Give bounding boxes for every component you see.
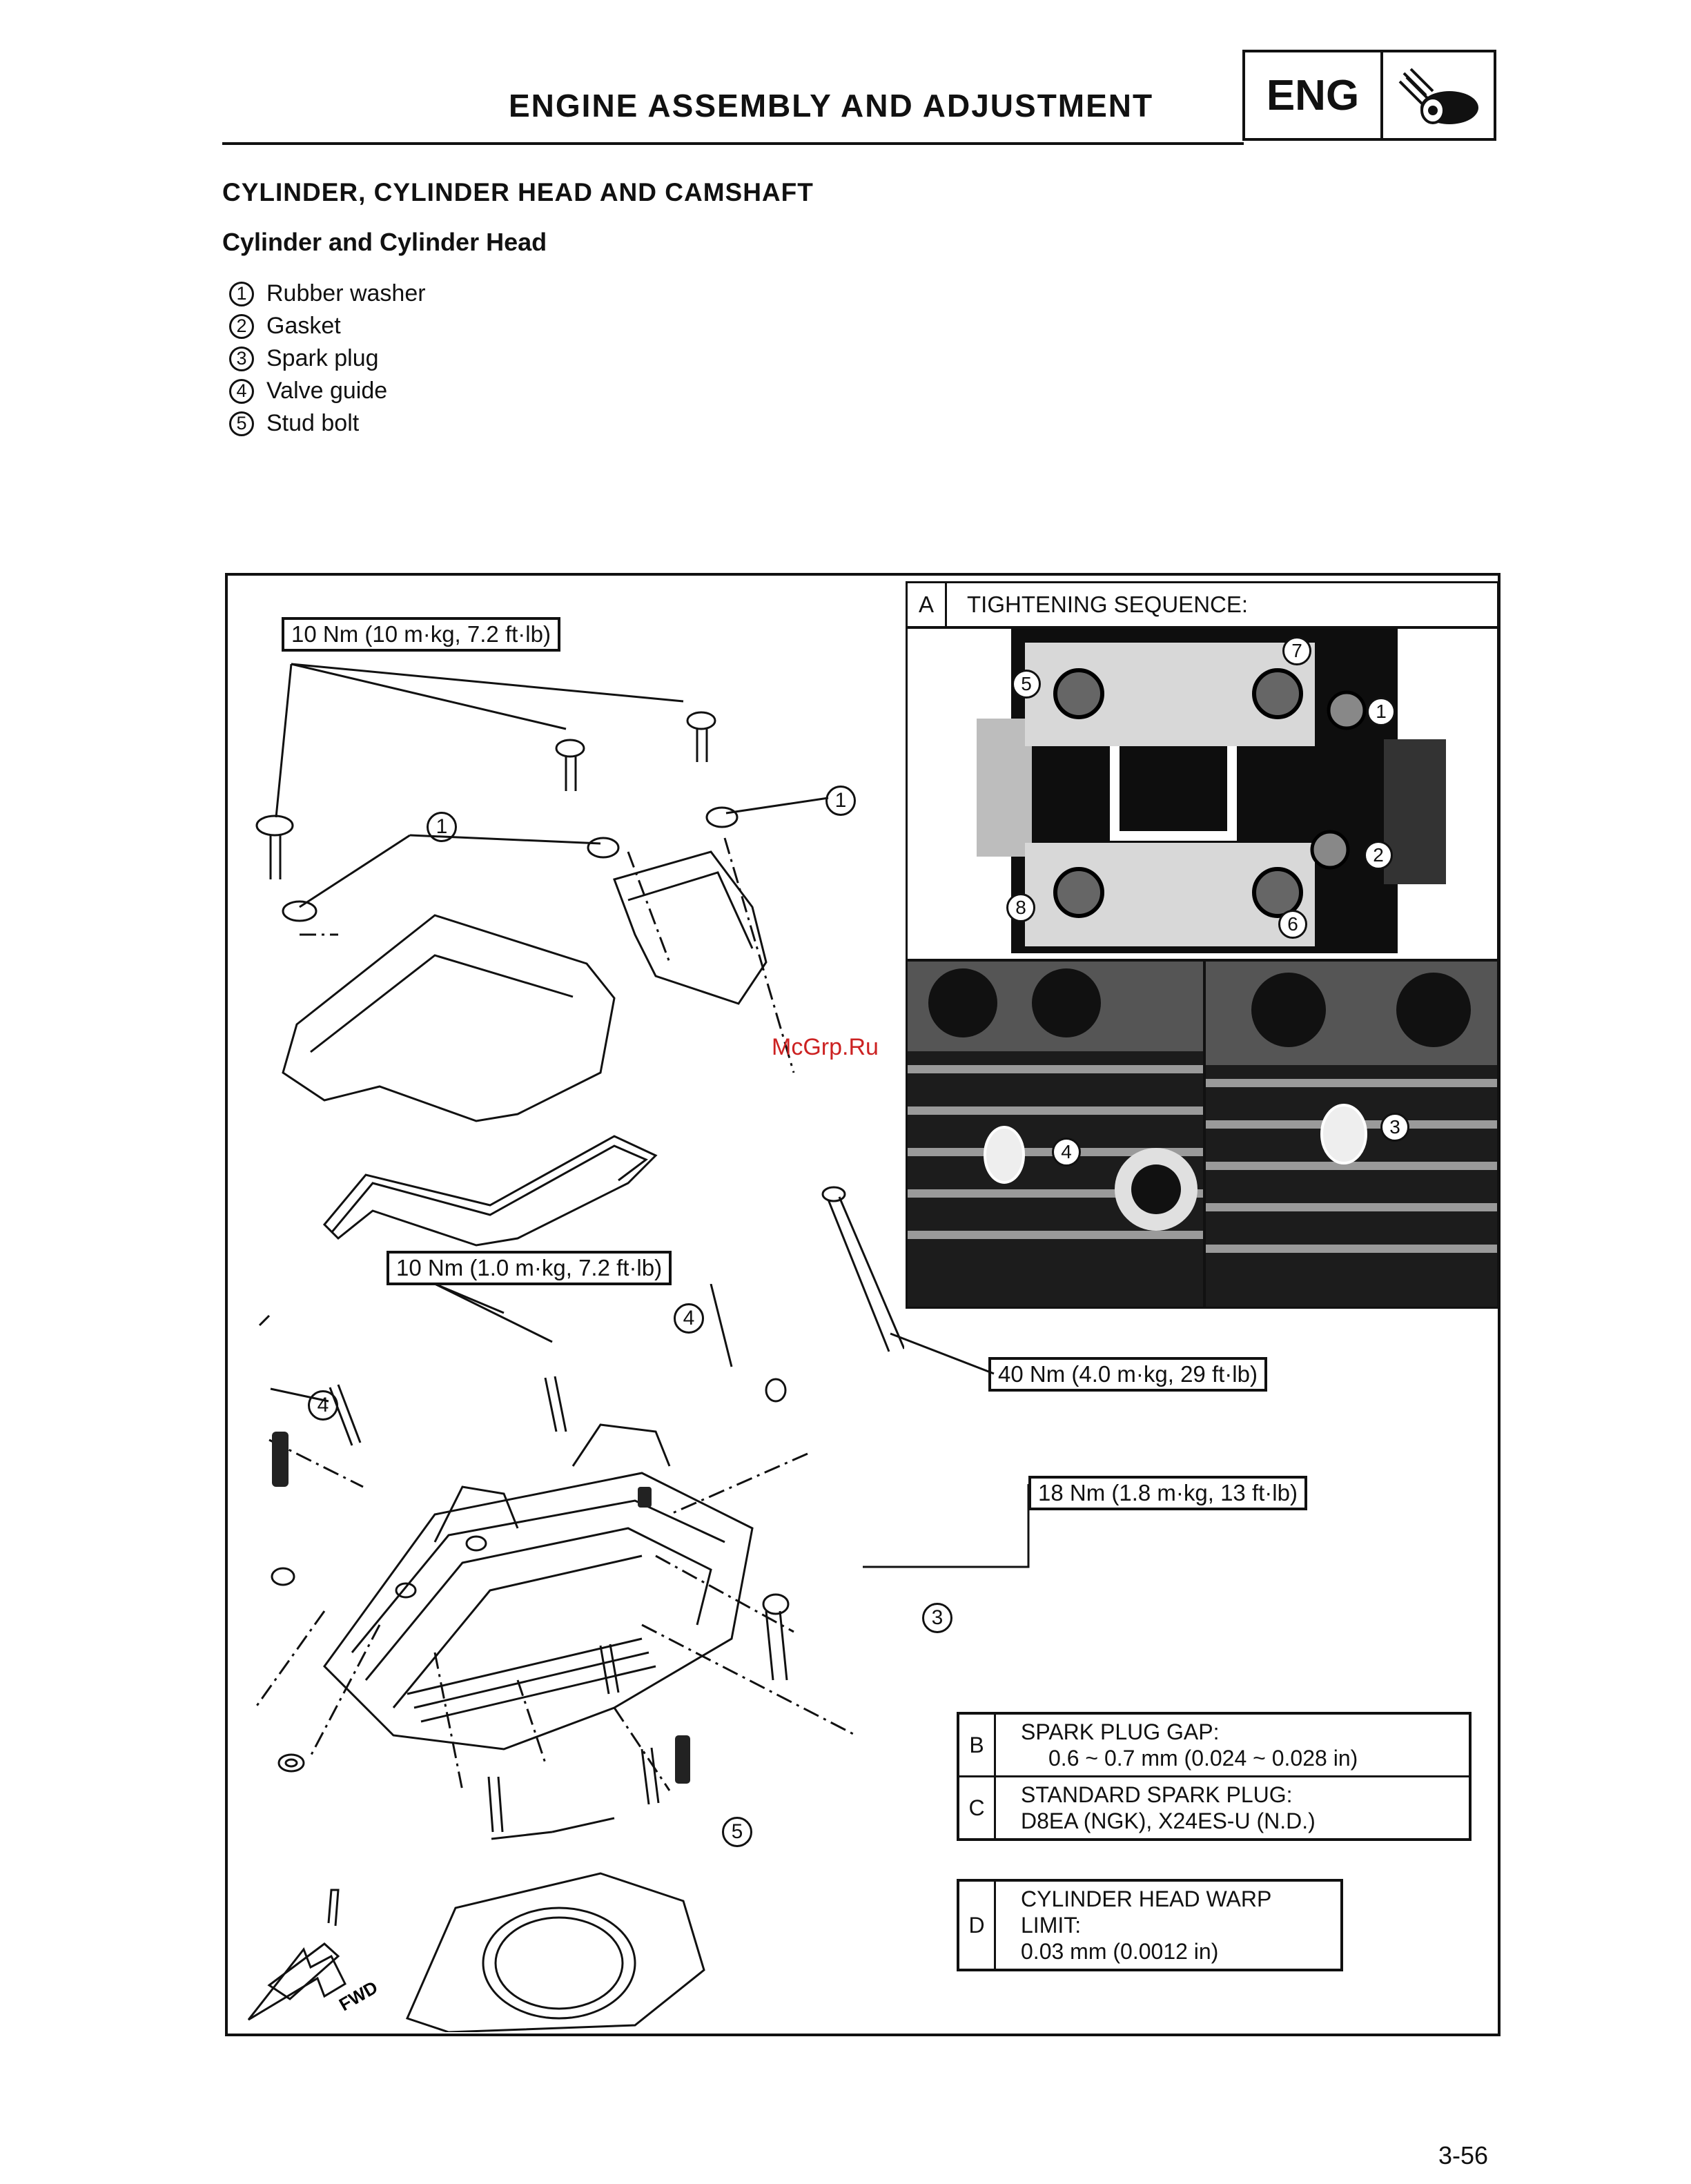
cylinder-fins-photo-right — [1206, 962, 1497, 1307]
photo-callout-3: 3 — [1380, 1113, 1409, 1142]
torque-label-long-stud: 40 Nm (4.0 m·kg, 29 ft·lb) — [988, 1357, 1267, 1392]
spec-value: STANDARD SPARK PLUG: D8EA (NGK), X24ES-U… — [996, 1777, 1322, 1838]
list-item: 3 Spark plug — [229, 342, 426, 375]
subsection-title: Cylinder and Cylinder Head — [222, 228, 547, 256]
list-item: 5 Stud bolt — [229, 407, 426, 440]
part-label: Spark plug — [266, 345, 379, 371]
torque-leader-lines — [434, 1284, 1030, 1568]
sequence-5: 5 — [1012, 670, 1041, 699]
spec-key: B — [959, 1715, 996, 1775]
spec-value: SPARK PLUG GAP: 0.6 ~ 0.7 mm (0.024 ~ 0.… — [996, 1715, 1365, 1775]
callout-number: 5 — [229, 411, 254, 436]
page-number: 3-56 — [1438, 2141, 1489, 2170]
spark-plug-spec-table: B SPARK PLUG GAP: 0.6 ~ 0.7 mm (0.024 ~ … — [957, 1712, 1472, 1841]
sequence-2: 2 — [1364, 841, 1393, 870]
watermark: McGrp.Ru — [772, 1034, 879, 1060]
page-header-title: ENGINE ASSEMBLY AND ADJUSTMENT — [509, 88, 1154, 124]
list-item: 2 Gasket — [229, 310, 426, 342]
callout-1-lower: 1 — [427, 812, 457, 842]
callout-5: 5 — [722, 1817, 752, 1847]
spec-detail: 0.03 mm (0.0012 in) — [1021, 1939, 1219, 1964]
spec-label: LIMIT: — [1021, 1913, 1082, 1938]
callout-3: 3 — [922, 1603, 952, 1633]
cylinder-head-top-photo — [908, 629, 1497, 959]
header-rule — [222, 142, 1244, 145]
spec-row-b: B SPARK PLUG GAP: 0.6 ~ 0.7 mm (0.024 ~ … — [959, 1715, 1469, 1777]
callout-4-left: 4 — [308, 1390, 338, 1421]
part-label: Rubber washer — [266, 280, 426, 306]
part-label: Gasket — [266, 313, 341, 339]
sequence-8: 8 — [1006, 893, 1035, 922]
spec-detail: 0.6 ~ 0.7 mm (0.024 ~ 0.028 in) — [1048, 1746, 1358, 1771]
spec-value: CYLINDER HEAD WARP LIMIT: 0.03 mm (0.001… — [996, 1882, 1278, 1969]
exploded-view-drawing: FWD — [247, 663, 904, 2032]
section-title: CYLINDER, CYLINDER HEAD AND CAMSHAFT — [222, 178, 814, 206]
torque-label-head-bolts: 10 Nm (1.0 m·kg, 7.2 ft·lb) — [387, 1251, 672, 1285]
spec-label: CYLINDER HEAD WARP — [1021, 1886, 1272, 1911]
valve-guide-photo — [906, 959, 1205, 1309]
spec-row-c: C STANDARD SPARK PLUG: D8EA (NGK), X24ES… — [959, 1777, 1469, 1838]
section-badge: ENG — [1242, 50, 1496, 141]
torque-label-cover-bolts: 10 Nm (10 m·kg, 7.2 ft·lb) — [282, 617, 560, 652]
callout-1-upper: 1 — [825, 786, 856, 816]
torque-label-spark-plug: 18 Nm (1.8 m·kg, 13 ft·lb) — [1028, 1476, 1307, 1510]
cylinder-head-warp-table: D CYLINDER HEAD WARP LIMIT: 0.03 mm (0.0… — [957, 1879, 1343, 1971]
engine-wrench-icon — [1390, 62, 1487, 134]
parts-list: 1 Rubber washer 2 Gasket 3 Spark plug 4 Valv… — [229, 277, 426, 440]
sequence-7: 7 — [1282, 636, 1311, 665]
sequence-6: 6 — [1278, 910, 1307, 939]
callout-number: 1 — [229, 281, 254, 306]
section-badge-label: ENG — [1245, 52, 1383, 138]
spark-plug-photo — [1204, 959, 1499, 1309]
callout-number: 4 — [229, 378, 254, 404]
tightening-sequence-photo — [906, 627, 1499, 961]
tightening-label: TIGHTENING SEQUENCE: — [967, 592, 1249, 617]
spec-key: C — [959, 1777, 996, 1838]
exploded-diagram-frame — [225, 573, 1501, 2036]
list-item: 4 Valve guide — [229, 375, 426, 407]
sequence-1: 1 — [1367, 697, 1396, 726]
part-label: Stud bolt — [266, 410, 360, 436]
spec-key: D — [959, 1882, 996, 1969]
tightening-key: A — [908, 583, 947, 626]
spec-label: STANDARD SPARK PLUG: — [1021, 1782, 1293, 1807]
spec-label: SPARK PLUG GAP: — [1021, 1719, 1220, 1744]
fwd-label: FWD — [335, 1977, 381, 2016]
callout-number: 2 — [229, 313, 254, 339]
list-item: 1 Rubber washer — [229, 277, 426, 310]
photo-callout-4: 4 — [1052, 1138, 1081, 1167]
callout-4-upper: 4 — [674, 1303, 704, 1334]
tightening-sequence-header: A TIGHTENING SEQUENCE: — [906, 581, 1499, 628]
callout-number: 3 — [229, 346, 254, 371]
part-label: Valve guide — [266, 378, 388, 404]
spec-detail: D8EA (NGK), X24ES-U (N.D.) — [1021, 1808, 1316, 1833]
cylinder-fins-photo-left — [908, 962, 1203, 1307]
